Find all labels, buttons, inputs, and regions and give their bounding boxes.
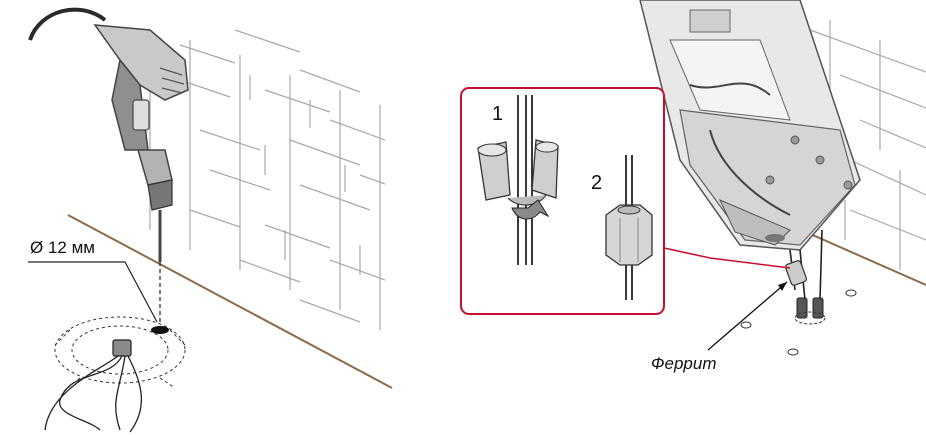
ferrite-leader [707, 281, 788, 351]
device-housing [639, 0, 861, 251]
step2-ferrite-closed [605, 155, 653, 300]
ferrite-label: Феррит [651, 354, 717, 373]
right-cables [740, 229, 857, 356]
drill-cable [28, 7, 107, 41]
cable-gland-left [44, 339, 143, 433]
left-floor-line [67, 214, 393, 389]
diameter-leader [28, 261, 158, 323]
drill-hole [151, 326, 169, 334]
step1-ferrite-open [477, 95, 559, 265]
step-one-number: 1 [492, 103, 504, 125]
callout-connector [663, 247, 791, 269]
drill-diameter-label: Ø 12 мм [30, 238, 95, 257]
step-two-number: 2 [591, 172, 603, 194]
right-brick-wall [809, 20, 926, 270]
drill [93, 24, 189, 262]
left-brick-wall [149, 29, 386, 330]
ferrite-core [784, 260, 808, 286]
